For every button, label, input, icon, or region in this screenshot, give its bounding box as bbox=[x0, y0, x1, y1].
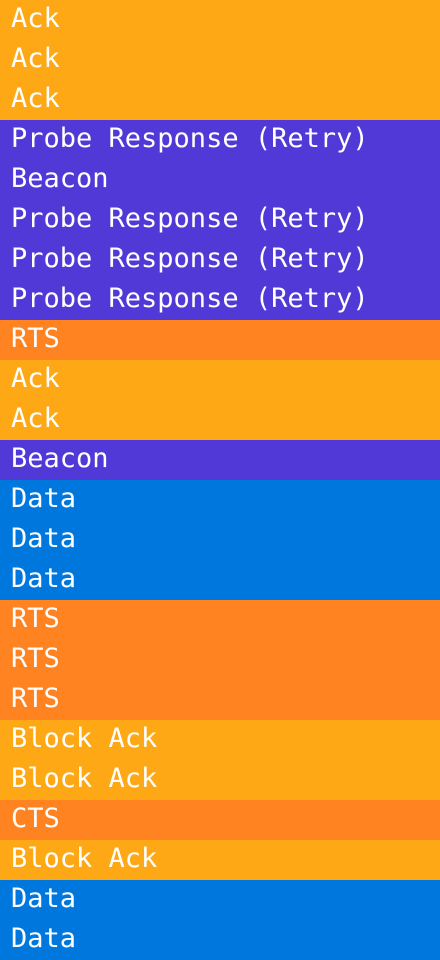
packet-row-ack[interactable]: Ack bbox=[0, 40, 440, 80]
packet-label: RTS bbox=[11, 683, 60, 714]
packet-row-data[interactable]: Data bbox=[0, 560, 440, 600]
packet-label: CTS bbox=[11, 803, 60, 834]
packet-row-ack[interactable]: Ack bbox=[0, 0, 440, 40]
packet-label: Data bbox=[11, 923, 77, 954]
packet-row-data[interactable]: Data bbox=[0, 520, 440, 560]
packet-label: Ack bbox=[11, 83, 60, 114]
packet-label: Probe Response (Retry) bbox=[11, 123, 369, 154]
packet-label: Probe Response (Retry) bbox=[11, 203, 369, 234]
packet-row-ack[interactable]: Block Ack bbox=[0, 760, 440, 800]
packet-label: Block Ack bbox=[11, 723, 158, 754]
packet-label: RTS bbox=[11, 603, 60, 634]
packet-row-control[interactable]: RTS bbox=[0, 680, 440, 720]
packet-row-control[interactable]: RTS bbox=[0, 640, 440, 680]
packet-label: Beacon bbox=[11, 443, 109, 474]
packet-row-management[interactable]: Beacon bbox=[0, 440, 440, 480]
packet-row-management[interactable]: Beacon bbox=[0, 160, 440, 200]
packet-row-control[interactable]: RTS bbox=[0, 600, 440, 640]
packet-label: RTS bbox=[11, 323, 60, 354]
packet-label: Ack bbox=[11, 403, 60, 434]
packet-label: Data bbox=[11, 483, 77, 514]
packet-label: Probe Response (Retry) bbox=[11, 243, 369, 274]
packet-label: Probe Response (Retry) bbox=[11, 283, 369, 314]
packet-row-ack[interactable]: Ack bbox=[0, 360, 440, 400]
packet-row-data[interactable]: Data bbox=[0, 920, 440, 960]
packet-label: RTS bbox=[11, 643, 60, 674]
packet-label: Block Ack bbox=[11, 763, 158, 794]
packet-row-ack[interactable]: Ack bbox=[0, 80, 440, 120]
packet-row-management[interactable]: Probe Response (Retry) bbox=[0, 240, 440, 280]
packet-row-management[interactable]: Probe Response (Retry) bbox=[0, 200, 440, 240]
packet-row-control[interactable]: RTS bbox=[0, 320, 440, 360]
packet-row-management[interactable]: Probe Response (Retry) bbox=[0, 280, 440, 320]
packet-row-ack[interactable]: Block Ack bbox=[0, 720, 440, 760]
packet-label: Ack bbox=[11, 363, 60, 394]
packet-row-data[interactable]: Data bbox=[0, 480, 440, 520]
packet-label: Beacon bbox=[11, 163, 109, 194]
packet-label: Data bbox=[11, 523, 77, 554]
packet-label: Data bbox=[11, 563, 77, 594]
packet-row-ack[interactable]: Block Ack bbox=[0, 840, 440, 880]
packet-label: Ack bbox=[11, 3, 60, 34]
packet-label: Block Ack bbox=[11, 843, 158, 874]
packet-row-ack[interactable]: Ack bbox=[0, 400, 440, 440]
packet-label: Data bbox=[11, 883, 77, 914]
packet-row-data[interactable]: Data bbox=[0, 880, 440, 920]
packet-label: Ack bbox=[11, 43, 60, 74]
packet-row-management[interactable]: Probe Response (Retry) bbox=[0, 120, 440, 160]
packet-row-control[interactable]: CTS bbox=[0, 800, 440, 840]
